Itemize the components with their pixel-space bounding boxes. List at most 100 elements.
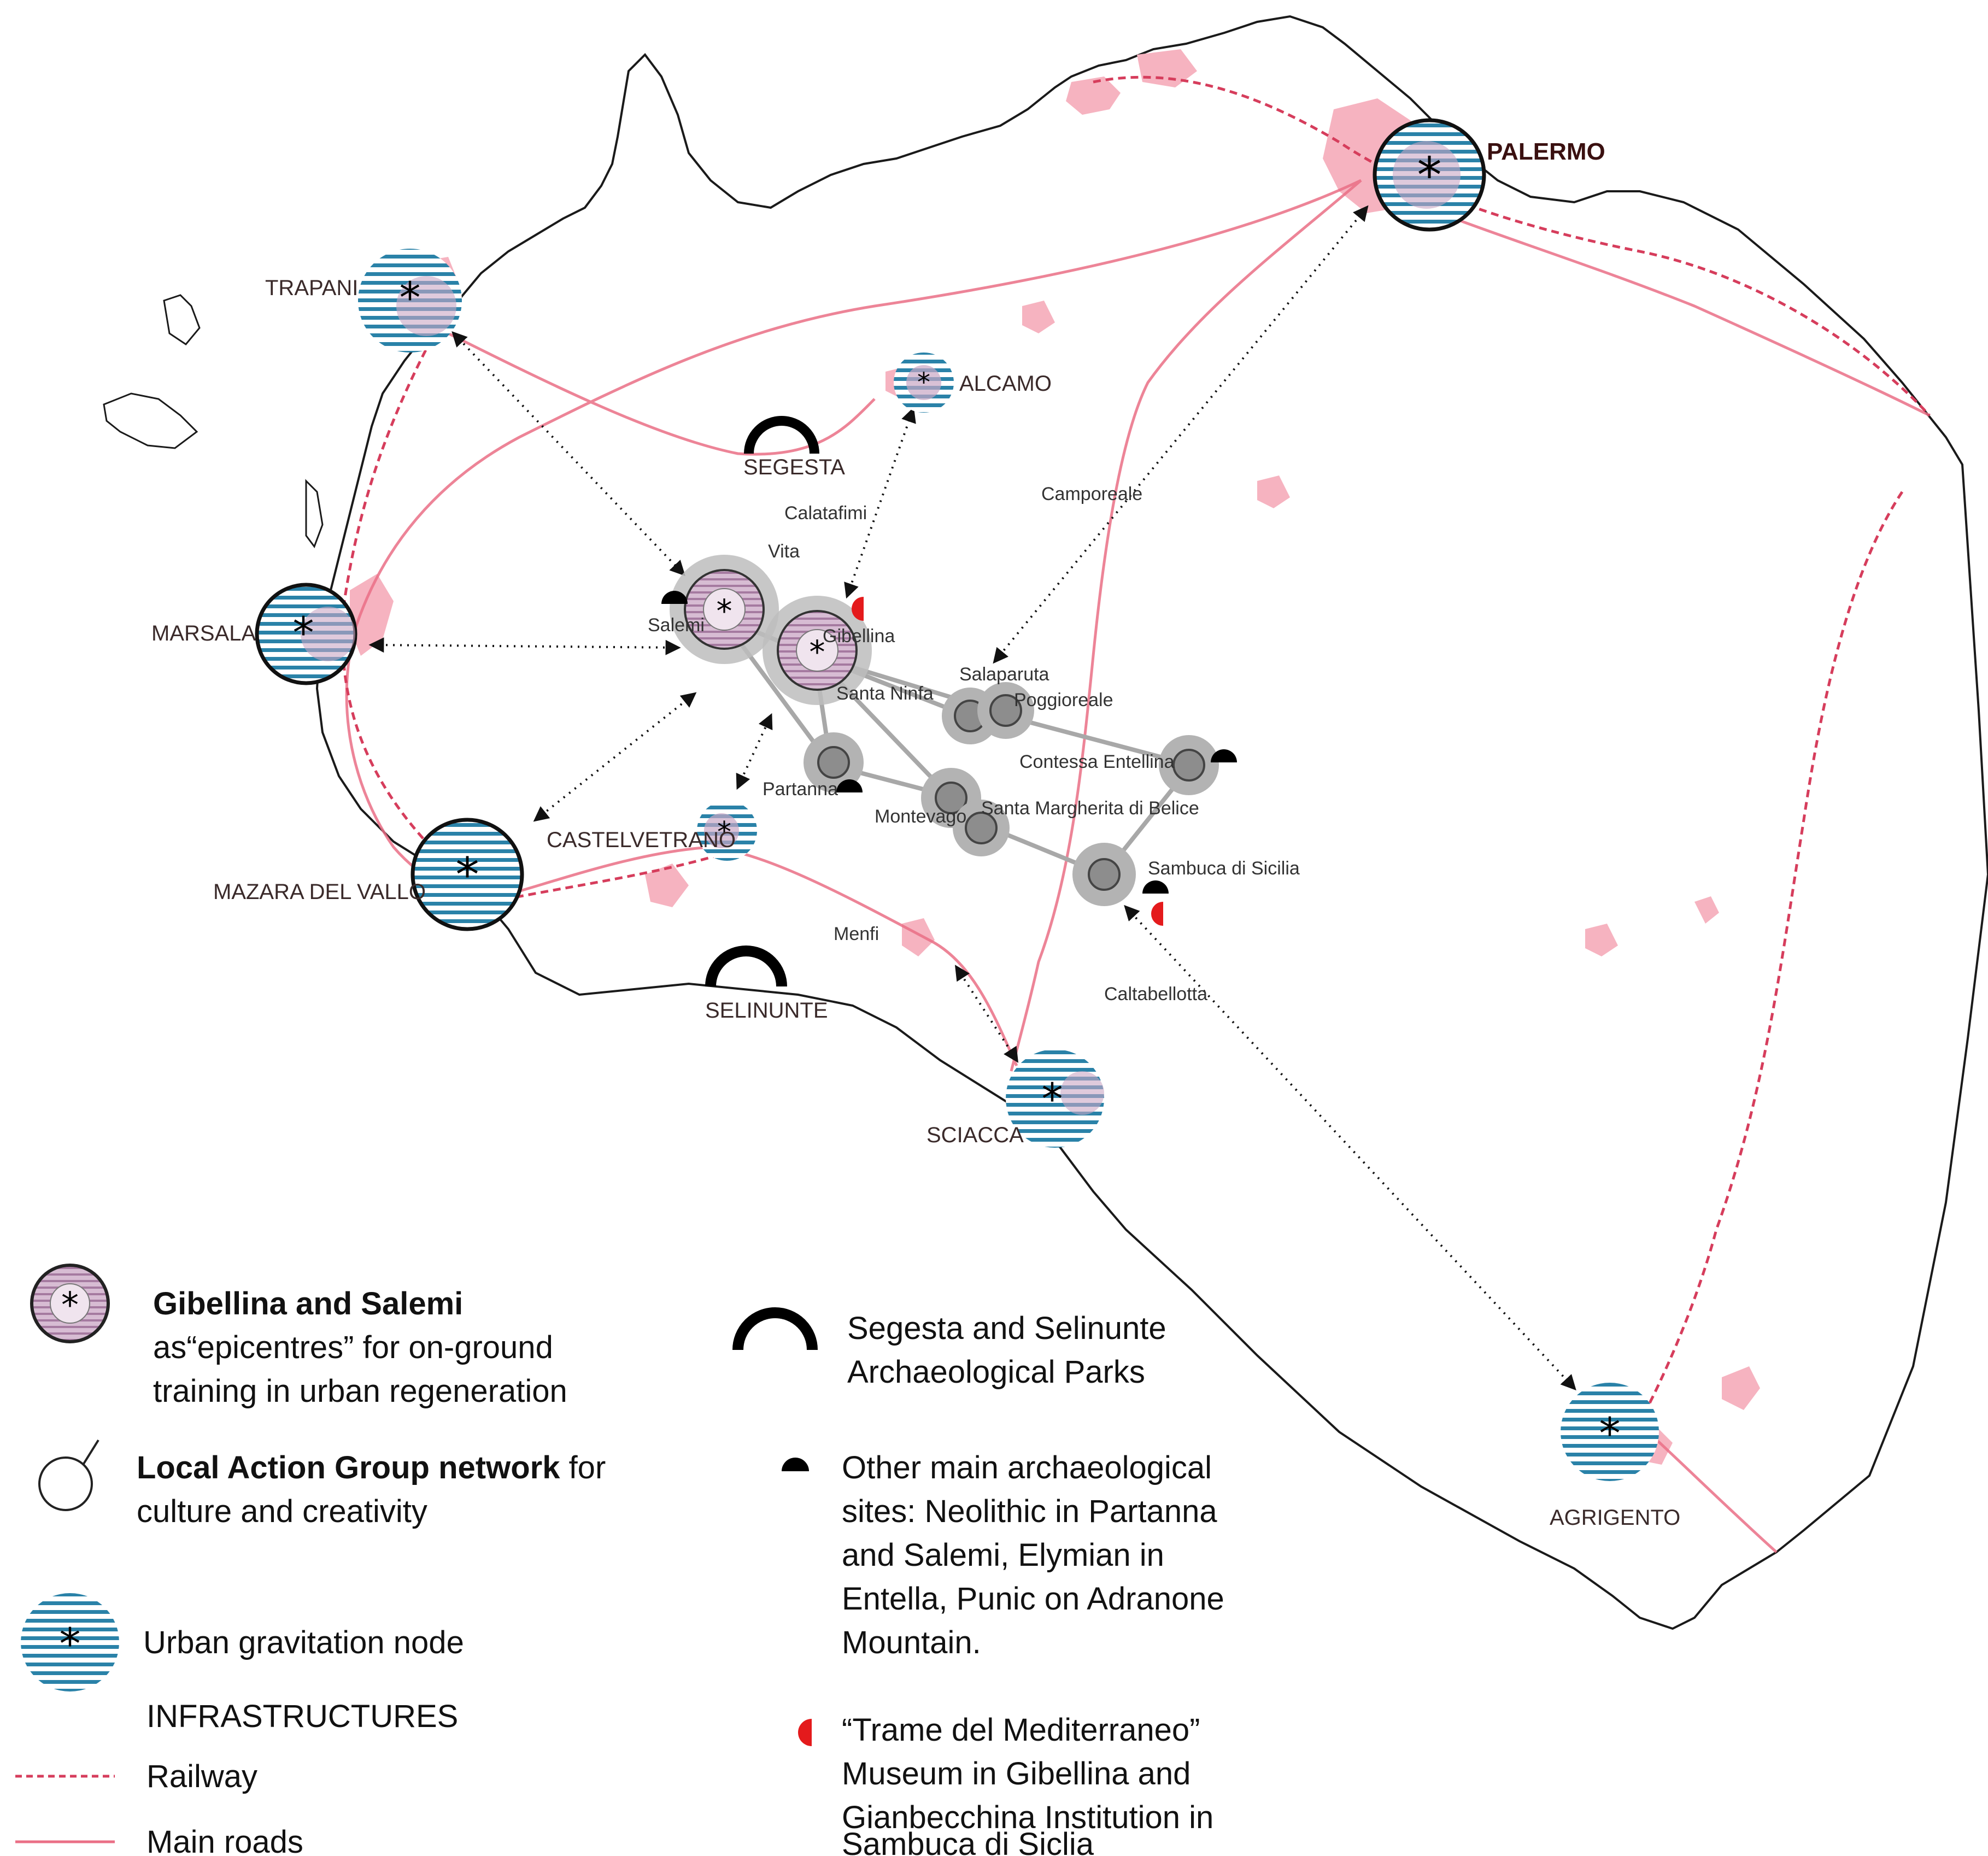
label-agrigento: AGRIGENTO <box>1550 1506 1680 1530</box>
node-castelvetrano: * <box>697 801 757 861</box>
svg-text:*: * <box>717 592 732 630</box>
label-camporeale: Camporeale <box>1041 484 1142 504</box>
legend-epicentre-line1: as“epicentres” for on-ground <box>153 1330 553 1365</box>
node-sciacca: * <box>1006 1049 1104 1148</box>
legend-infra-title: INFRASTRUCTURES <box>146 1699 458 1734</box>
node-alcamo: * <box>894 353 954 413</box>
legend: * Gibellina and Salemi as“epicentres” fo… <box>15 1264 1224 1856</box>
svg-text:*: * <box>1417 147 1442 204</box>
label-marsala: MARSALA <box>151 621 256 645</box>
lag-node-sambuca <box>1072 843 1136 906</box>
city-labels: TRAPANI ALCAMO MARSALA MAZARA DEL VALLO … <box>151 138 1680 1530</box>
legend-sites-line1: Other main archaeological <box>842 1450 1212 1485</box>
legend-node-label: Urban gravitation node <box>143 1625 464 1660</box>
svg-text:*: * <box>917 367 930 398</box>
legend-epicentre-title: Gibellina and Salemi <box>153 1286 463 1321</box>
legend-museum-line1: “Trame del Mediterraneo” <box>842 1712 1200 1748</box>
label-salaparuta: Salaparuta <box>959 664 1049 685</box>
svg-text:*: * <box>810 633 825 671</box>
label-santa-ninfa: Santa Ninfa <box>836 683 934 704</box>
museum-gibellina-icon <box>852 597 864 621</box>
svg-text:*: * <box>60 1620 81 1669</box>
site-salemi-icon <box>661 591 688 604</box>
legend-railway-label: Railway <box>146 1759 257 1794</box>
lag-node-poggioreale <box>977 682 1034 739</box>
selinunte-park-icon <box>705 945 787 987</box>
label-contessa: Contessa Entellina <box>1019 751 1175 772</box>
label-sambuca: Sambuca di Sicilia <box>1148 858 1300 879</box>
railway-lines <box>341 75 1931 1433</box>
svg-text:*: * <box>293 609 314 658</box>
label-palermo: PALERMO <box>1487 138 1605 165</box>
label-sciacca: SCIACCA <box>926 1123 1024 1147</box>
legend-sites-line4: Entella, Punic on Adranone <box>842 1581 1224 1617</box>
gravitation-nodes: * * * * * * * <box>255 118 1659 1481</box>
island-levanzo <box>163 294 201 345</box>
legend-lag-suffix: for <box>560 1450 606 1485</box>
legend-node-symbol: * <box>21 1593 119 1691</box>
legend-museum-line3: Gianbecchina Institution in <box>842 1800 1213 1835</box>
svg-text:*: * <box>456 848 479 902</box>
town-labels: Camporeale Calatafimi Vita Salemi Gibell… <box>648 484 1300 1005</box>
legend-parks-line1: Segesta and Selinunte <box>847 1311 1166 1346</box>
legend-museum-line4: Sambuca di Siclia <box>842 1826 1094 1856</box>
label-vita: Vita <box>768 541 800 562</box>
legend-lag-title: Local Action Group network <box>137 1450 560 1485</box>
legend-lag-symbol <box>38 1439 99 1511</box>
legend-epicentre-symbol: * <box>30 1264 110 1343</box>
museum-sambuca-icon <box>1151 902 1163 926</box>
site-adranone-icon <box>1142 880 1169 894</box>
legend-sites-line5: Mountain. <box>842 1625 981 1660</box>
label-mazara: MAZARA DEL VALLO <box>213 880 426 904</box>
segesta-park-icon <box>744 416 819 454</box>
lag-node-contessa <box>1159 735 1219 795</box>
node-palermo: * <box>1373 118 1486 232</box>
legend-lag-line2: culture and creativity <box>137 1494 427 1529</box>
node-mazara: * <box>410 818 524 931</box>
lag-nodes <box>804 682 1219 906</box>
svg-text:*: * <box>1042 1075 1063 1124</box>
island-stagnone <box>305 479 324 549</box>
node-agrigento: * <box>1561 1383 1659 1481</box>
legend-sites-line3: and Salemi, Elymian in <box>842 1537 1164 1573</box>
node-marsala: * <box>255 583 357 685</box>
svg-text:*: * <box>1599 1409 1621 1459</box>
svg-text:*: * <box>717 816 731 849</box>
legend-sites-line2: sites: Neolithic in Partanna <box>842 1494 1217 1529</box>
relation-arrows <box>368 205 1576 1391</box>
lag-node-partanna <box>804 732 864 792</box>
label-alcamo: ALCAMO <box>959 372 1052 396</box>
legend-sites-icon <box>782 1458 809 1471</box>
svg-text:*: * <box>61 1285 79 1326</box>
site-entella-icon <box>1211 749 1237 762</box>
legend-museum-icon <box>798 1719 812 1746</box>
epicentre-gibellina: * <box>763 596 872 705</box>
island-favignana <box>103 392 198 449</box>
label-partanna: Partanna <box>763 779 838 800</box>
node-trapani: * <box>358 249 462 353</box>
legend-museum-line2: Museum in Gibellina and <box>842 1756 1191 1792</box>
label-menfi: Menfi <box>834 924 879 944</box>
legend-parks-line2: Archaeological Parks <box>847 1354 1145 1390</box>
label-selinunte: SELINUNTE <box>705 999 828 1023</box>
epicentres: * * <box>670 555 872 705</box>
label-poggioreale: Poggioreale <box>1014 690 1113 710</box>
epicentre-salemi: * <box>670 555 779 664</box>
lag-node-santa-margherita <box>953 800 1010 856</box>
label-santa-margherita: Santa Margherita di Belice <box>981 798 1199 819</box>
label-calatafimi: Calatafimi <box>784 503 867 524</box>
label-salemi: Salemi <box>648 615 705 636</box>
label-montevago: Montevago <box>875 806 966 827</box>
legend-parks-icon <box>732 1307 818 1350</box>
legend-lag-line1: Local Action Group network for <box>137 1450 606 1485</box>
label-gibellina: Gibellina <box>823 626 895 647</box>
svg-text:*: * <box>400 274 421 323</box>
legend-epicentre-line2: training in urban regeneration <box>153 1373 567 1409</box>
label-segesta: SEGESTA <box>743 455 845 479</box>
label-castelvetrano: CASTELVETRANO <box>547 828 736 852</box>
legend-roads-label: Main roads <box>146 1824 303 1856</box>
label-trapani: TRAPANI <box>265 276 358 300</box>
site-partanna-icon <box>836 779 863 792</box>
label-caltabellotta: Caltabellotta <box>1104 984 1207 1005</box>
